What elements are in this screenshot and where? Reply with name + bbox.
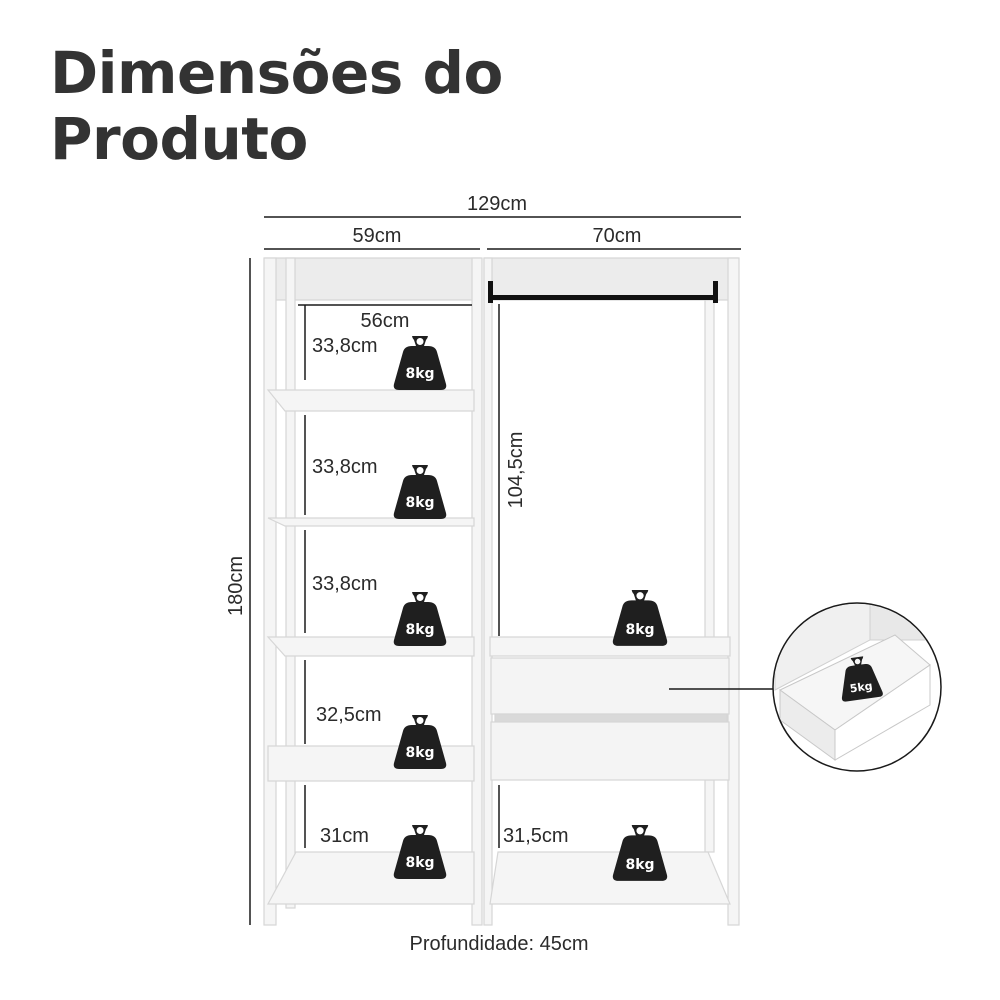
weight-icon: 8kg bbox=[612, 825, 668, 881]
drawer-zoom-inset: 5kg bbox=[772, 602, 942, 772]
hanging-height-label: 104,5cm bbox=[505, 432, 527, 509]
right-module-lower-post-back bbox=[704, 779, 715, 853]
weight-icon: 8kg bbox=[612, 590, 668, 646]
right-module-post-right bbox=[727, 257, 740, 926]
height-label: 180cm bbox=[225, 556, 247, 616]
hanging-rail bbox=[488, 281, 718, 303]
weight-icon: 8kg bbox=[393, 336, 447, 390]
right-module-top bbox=[483, 257, 739, 301]
weight-icon: 8kg bbox=[393, 715, 447, 769]
drawer-upper bbox=[490, 657, 730, 715]
compartment-label-3: 33,8cm bbox=[312, 573, 378, 595]
left-module-post-front bbox=[285, 257, 296, 909]
compartment-label-4: 32,5cm bbox=[316, 704, 382, 726]
dimension-lines bbox=[249, 216, 782, 925]
left-shelf-2 bbox=[267, 517, 475, 527]
right-module-post-left bbox=[483, 257, 493, 926]
compartment-label-1: 33,8cm bbox=[312, 335, 378, 357]
total-width-label: 129cm bbox=[467, 193, 527, 215]
weight-label-right-upper: 8kg bbox=[625, 622, 654, 638]
right-width-label: 70cm bbox=[593, 225, 642, 247]
right-shelf-bottom bbox=[489, 851, 731, 905]
page-title: Dimensões do Produto bbox=[50, 40, 503, 172]
left-module-post-right bbox=[471, 257, 483, 926]
left-module-top bbox=[264, 257, 481, 301]
weight-icon: 5kg bbox=[835, 654, 884, 703]
depth-label: Profundidade: 45cm bbox=[409, 933, 588, 955]
title-line-1: Dimensões do bbox=[50, 39, 503, 107]
weight-label-3: 8kg bbox=[405, 622, 434, 638]
left-width-label: 59cm bbox=[353, 225, 402, 247]
weight-label-5: 8kg bbox=[405, 855, 434, 871]
inner-width-label: 56cm bbox=[361, 310, 410, 332]
weight-label-drawer: 5kg bbox=[849, 679, 873, 695]
drawer-lower bbox=[490, 721, 730, 781]
right-module-post-back bbox=[704, 299, 715, 641]
weight-icon: 8kg bbox=[393, 825, 447, 879]
weight-icon: 8kg bbox=[393, 592, 447, 646]
title-line-2: Produto bbox=[50, 105, 308, 173]
weight-label-right-bottom: 8kg bbox=[625, 857, 654, 873]
left-module-post-outer bbox=[263, 257, 277, 926]
drawer-lower-slot bbox=[494, 713, 728, 723]
weight-label-4: 8kg bbox=[405, 745, 434, 761]
right-bottom-label: 31,5cm bbox=[503, 825, 569, 847]
compartment-label-5: 31cm bbox=[320, 825, 369, 847]
compartment-label-2: 33,8cm bbox=[312, 456, 378, 478]
weight-label-2: 8kg bbox=[405, 495, 434, 511]
weight-label-1: 8kg bbox=[405, 366, 434, 382]
right-shelf-middle bbox=[489, 636, 731, 657]
left-shelf-1 bbox=[266, 389, 475, 412]
weight-icon: 8kg bbox=[393, 465, 447, 519]
